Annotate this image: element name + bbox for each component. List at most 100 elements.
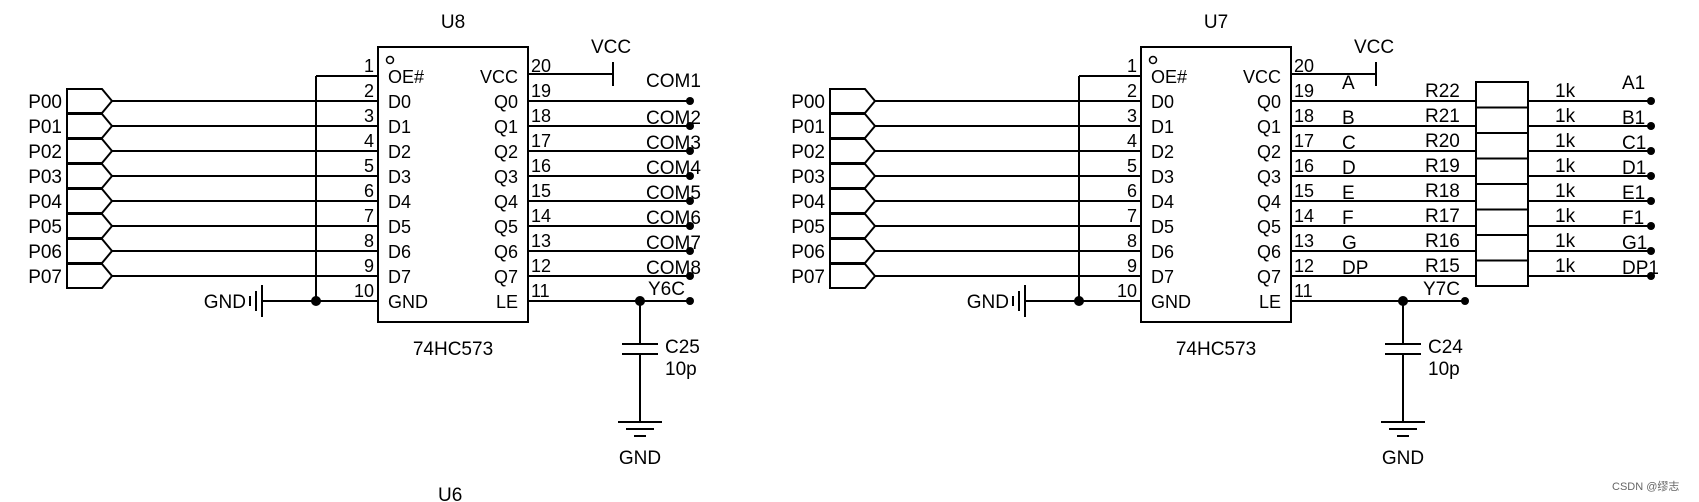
port-label: P05 xyxy=(791,217,825,238)
port-flag xyxy=(66,238,114,264)
pin-number-left: 10 xyxy=(354,281,374,301)
pin-name-left: D1 xyxy=(1151,117,1174,137)
pin-number-right: 11 xyxy=(1294,281,1313,301)
watermark: CSDN @缪志 xyxy=(1612,479,1679,493)
segment-net-label: D xyxy=(1342,158,1356,179)
net-end-dot xyxy=(686,222,694,230)
chip-body xyxy=(1140,46,1292,323)
port-flag xyxy=(66,188,114,214)
pin-name-right: LE xyxy=(1259,292,1281,312)
pin-number-right: 17 xyxy=(1294,131,1314,151)
pin-name-left: D3 xyxy=(1151,167,1174,187)
port-label: P04 xyxy=(28,192,62,213)
pin-name-left: OE# xyxy=(1151,67,1187,87)
pin-name-right: Q5 xyxy=(494,217,518,237)
net-end-dot xyxy=(1647,172,1655,180)
chip-designator: U8 xyxy=(441,12,465,33)
pin-name-right: Q0 xyxy=(1257,92,1281,112)
segment-net-label: B xyxy=(1342,108,1355,129)
port-label: P07 xyxy=(791,267,825,288)
pin-name-left: D5 xyxy=(1151,217,1174,237)
pin-number-right: 20 xyxy=(531,56,551,76)
segment-net-label: A xyxy=(1342,73,1355,94)
output-net-label: COM5 xyxy=(646,183,701,204)
port-flag xyxy=(66,163,114,189)
pin-name-right: VCC xyxy=(1243,67,1281,87)
pin-name-right: Q3 xyxy=(1257,167,1281,187)
chip-part-number: 74HC573 xyxy=(413,339,493,360)
segment-net-label: E xyxy=(1342,183,1355,204)
chip-part-number: 74HC573 xyxy=(1176,339,1256,360)
junction-dot xyxy=(311,296,321,306)
port-flag xyxy=(829,113,877,139)
port-label: P06 xyxy=(791,242,825,263)
net-end-dot xyxy=(686,122,694,130)
port-flag xyxy=(66,113,114,139)
net-end-dot xyxy=(686,97,694,105)
output-net-label: A1 xyxy=(1622,73,1645,94)
pin-number-right: 12 xyxy=(1294,256,1314,276)
pin-number-right: 20 xyxy=(1294,56,1314,76)
pin-number-left: 9 xyxy=(1127,256,1137,276)
pin-name-right: Q3 xyxy=(494,167,518,187)
pin-name-left: D3 xyxy=(388,167,411,187)
pin-number-left: 6 xyxy=(364,181,374,201)
pin-number-left: 1 xyxy=(364,56,374,76)
pin-number-right: 18 xyxy=(1294,106,1314,126)
net-end-dot xyxy=(686,197,694,205)
pin1-marker xyxy=(1148,55,1158,65)
segment-net-label: G xyxy=(1342,233,1357,254)
port-flag xyxy=(829,263,877,289)
resistor-value: 1k xyxy=(1555,231,1576,252)
pin-name-left: D0 xyxy=(388,92,411,112)
pin-number-left: 1 xyxy=(1127,56,1137,76)
port-flag xyxy=(66,138,114,164)
pin1-marker xyxy=(385,55,395,65)
net-end-dot xyxy=(1647,147,1655,155)
pin-name-left: GND xyxy=(1151,292,1191,312)
output-net-label: D1 xyxy=(1622,158,1646,179)
resistor-ref: R19 xyxy=(1425,156,1460,177)
pin-number-left: 3 xyxy=(364,106,374,126)
pin-number-right: 16 xyxy=(531,156,551,176)
port-label: P06 xyxy=(28,242,62,263)
pin-name-right: LE xyxy=(496,292,518,312)
resistor-ref: R16 xyxy=(1425,231,1460,252)
u6-designator: U6 xyxy=(438,485,462,502)
port-flag xyxy=(829,138,877,164)
cap-value: 10p xyxy=(1428,359,1460,380)
chip-designator: U7 xyxy=(1204,12,1228,33)
pin-number-right: 14 xyxy=(1294,206,1314,226)
output-net-label: COM8 xyxy=(646,258,701,279)
port-flag xyxy=(66,88,114,114)
pin-number-right: 14 xyxy=(531,206,551,226)
resistor-value: 1k xyxy=(1555,181,1576,202)
pin-name-left: D6 xyxy=(388,242,411,262)
net-end-dot xyxy=(1647,222,1655,230)
vcc-label: VCC xyxy=(1354,37,1394,58)
resistor-value: 1k xyxy=(1555,81,1576,102)
port-flag xyxy=(829,88,877,114)
pin-number-right: 13 xyxy=(531,231,551,251)
pin-number-right: 19 xyxy=(1294,81,1314,101)
output-net-label: DP1 xyxy=(1622,258,1659,279)
pin-name-left: D6 xyxy=(1151,242,1174,262)
resistor-ref: R17 xyxy=(1425,206,1460,227)
pin-name-right: VCC xyxy=(480,67,518,87)
resistor-ref: R21 xyxy=(1425,106,1460,127)
port-label: P02 xyxy=(791,142,825,163)
pin-number-left: 4 xyxy=(1127,131,1137,151)
net-end-dot xyxy=(686,172,694,180)
pin-number-left: 10 xyxy=(1117,281,1137,301)
port-flag xyxy=(829,188,877,214)
pin-name-right: Q0 xyxy=(494,92,518,112)
pin-name-left: D2 xyxy=(388,142,411,162)
resistor-value: 1k xyxy=(1555,206,1576,227)
cap-ref: C24 xyxy=(1428,337,1463,358)
port-flag xyxy=(829,213,877,239)
net-end-dot xyxy=(1461,297,1469,305)
pin-name-left: D5 xyxy=(388,217,411,237)
port-flag xyxy=(66,213,114,239)
output-net-label: COM4 xyxy=(646,158,701,179)
